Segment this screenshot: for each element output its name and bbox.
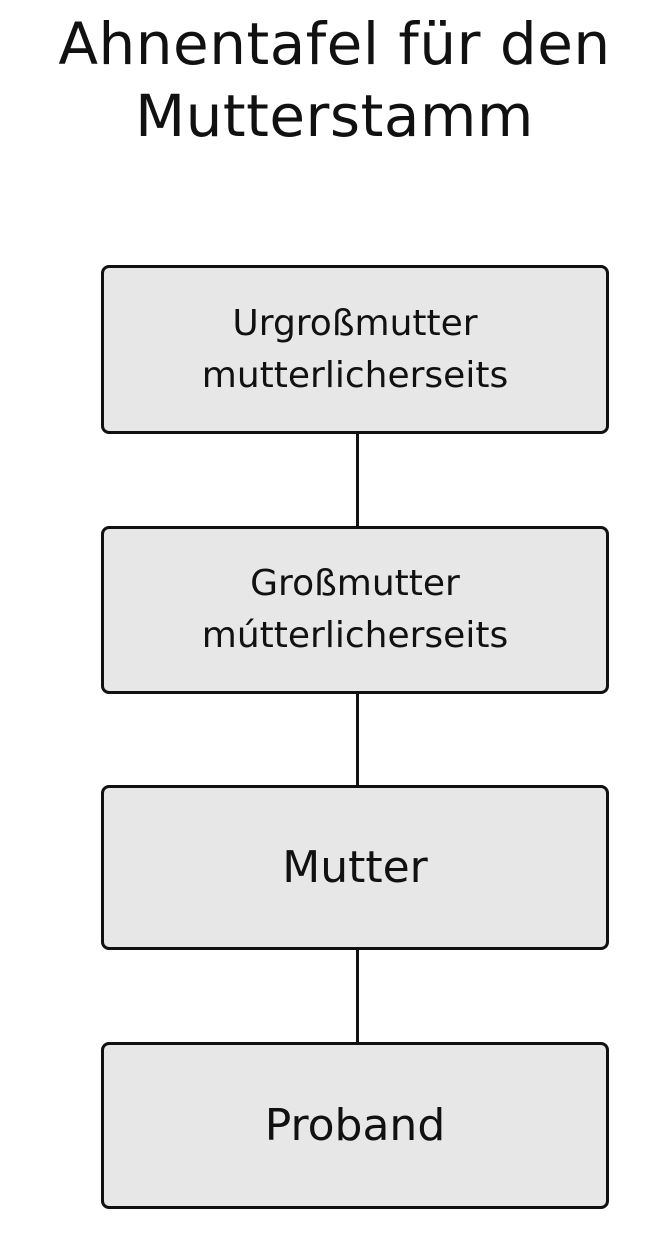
node-grandmother-line-2: mútterlicherseits — [201, 615, 509, 656]
node-great-grandmother: Urgroßmutter mutterlicherseits — [101, 265, 609, 434]
title-line-2: Mutterstamm — [135, 82, 534, 150]
connector-1 — [356, 434, 359, 526]
node-proband-label: Proband — [264, 1099, 446, 1151]
node-mother: Mutter — [101, 785, 609, 950]
connector-3 — [356, 950, 359, 1042]
node-great-grandmother-line-2: mutterlicherseits — [201, 354, 509, 396]
node-great-grandmother-line-1: Urgroßmutter — [232, 302, 478, 344]
node-grandmother-line-1: Großmutter — [250, 563, 460, 604]
node-mother-label: Mutter — [282, 841, 428, 893]
connector-2 — [356, 694, 359, 785]
node-proband: Proband — [101, 1042, 609, 1209]
node-grandmother: Großmutter mútterlicherseits — [101, 526, 609, 694]
title-line-1: Ahnentafel für den — [58, 10, 611, 78]
diagram-title: Ahnentafel für den Mutterstamm — [0, 8, 669, 152]
